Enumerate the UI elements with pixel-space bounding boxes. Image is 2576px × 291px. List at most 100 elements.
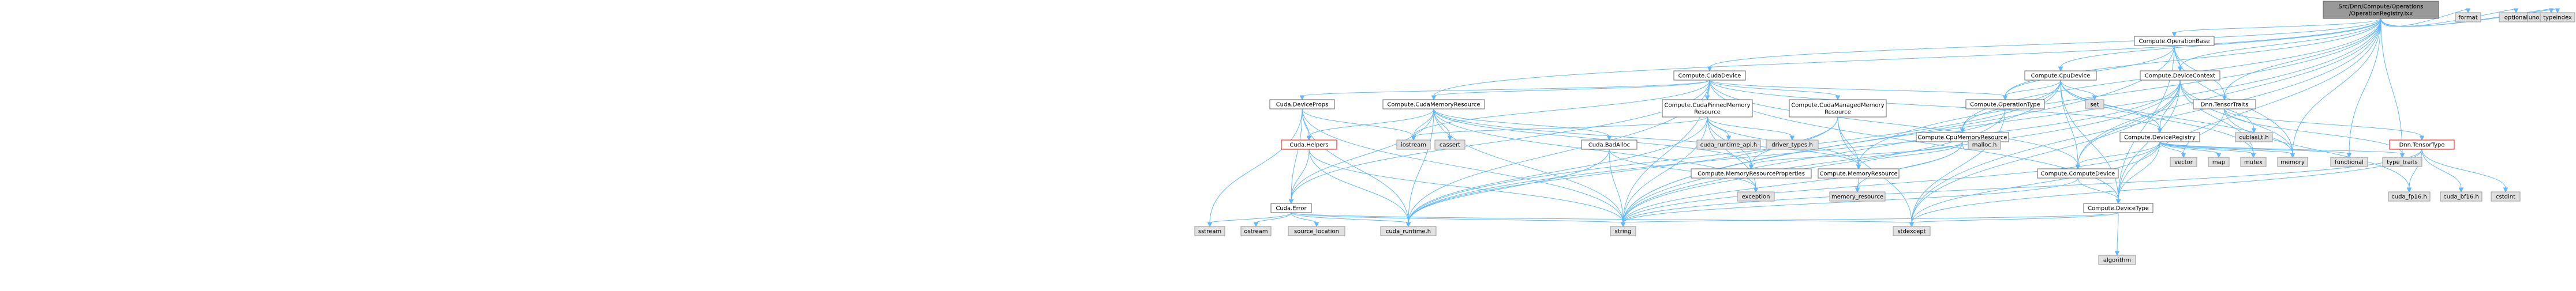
- node-ostream: ostream: [1240, 226, 1272, 236]
- node-label: Compute.CpuMemoryResource: [1918, 135, 2007, 141]
- dependency-edge-cuda_memory_resource-to-cuda_error: [1288, 108, 1434, 205]
- dependency-edge-cuda_error-to-string: [1291, 212, 1626, 228]
- node-cublaslt-h: cublasLt.h: [2235, 132, 2273, 142]
- node-cuda-bad-alloc[interactable]: Cuda.BadAlloc: [1581, 139, 1637, 150]
- node-tensor-traits[interactable]: Dnn.TensorTraits: [2193, 99, 2256, 109]
- dependency-edge-dnn_tensor_type-to-cstdint: [2421, 149, 2508, 193]
- node-label: algorithm: [2103, 258, 2131, 264]
- node-device-type[interactable]: Compute.DeviceType: [2083, 203, 2153, 213]
- node-device-context[interactable]: Compute.DeviceContext: [2140, 70, 2220, 81]
- node-label: Compute.CudaDevice: [1678, 73, 1741, 80]
- node-label: Resource: [1694, 109, 1721, 116]
- node-label: set: [2090, 102, 2099, 108]
- node-label: Cuda.DeviceProps: [1276, 102, 1329, 108]
- node-label: Src/Dnn/Compute/Operations: [2339, 4, 2424, 10]
- node-exception: exception: [1737, 191, 1775, 202]
- node-root[interactable]: Src/Dnn/Compute/Operations/OperationRegi…: [2323, 1, 2439, 19]
- node-label: Compute.CpuDevice: [2031, 73, 2091, 80]
- dependency-edge-cpu_device-to-operation_type: [2002, 80, 2061, 101]
- dependency-edge-cuda_helpers-to-string: [1308, 149, 1626, 228]
- node-label: Dnn.TensorTraits: [2201, 102, 2249, 108]
- dependency-edge-compute_device-to-device_type: [2077, 177, 2121, 205]
- node-set: set: [2085, 99, 2104, 109]
- node-label: optional: [2504, 15, 2528, 21]
- node-cpu-memory-resource[interactable]: Compute.CpuMemoryResource: [1916, 132, 2009, 142]
- node-mutex: mutex: [2240, 157, 2267, 167]
- dependency-edge-operation_base-to-device_context: [2174, 45, 2183, 72]
- node-dnn-tensor-type[interactable]: Dnn.TensorType: [2389, 139, 2455, 150]
- node-cuda-helpers[interactable]: Cuda.Helpers: [1281, 139, 1337, 150]
- dependency-edge-cuda_device-to-cuda_device_props: [1299, 80, 1710, 101]
- dependency-edge-cuda_pinned_memory-to-cuda_runtime_h: [1405, 116, 1708, 228]
- dependency-edge-cuda_memory_resource-to-iostream: [1411, 108, 1434, 141]
- node-compute-device[interactable]: Compute.ComputeDevice: [2037, 168, 2119, 179]
- node-typeindex: typeindex: [2540, 12, 2575, 22]
- dependency-edge-device_type-to-algorithm: [2114, 212, 2120, 256]
- node-device-registry[interactable]: Compute.DeviceRegistry: [2119, 132, 2200, 142]
- dependency-edge-cuda_device-to-cuda_managed_memory: [1709, 80, 1841, 101]
- graph-edges: [1207, 8, 2560, 256]
- dependency-edge-device_context-to-memory: [2179, 80, 2295, 158]
- node-cpu-device[interactable]: Compute.CpuDevice: [2024, 70, 2097, 81]
- node-label: Compute.CudaMemoryResource: [1387, 102, 1480, 108]
- node-label: Cuda.BadAlloc: [1588, 142, 1630, 149]
- node-label: string: [1615, 229, 1632, 235]
- dependency-edge-dnn_tensor_type-to-cuda_bf16_h: [2421, 149, 2464, 193]
- dependency-edge-cuda_device_props-to-iostream: [1302, 108, 1416, 141]
- node-cuda-error[interactable]: Cuda.Error: [1270, 203, 1312, 213]
- dependency-edge-cuda_error-to-sstream: [1207, 212, 1292, 228]
- node-label: cassert: [1440, 142, 1460, 149]
- node-iostream: iostream: [1396, 139, 1431, 150]
- node-cuda-memory-resource[interactable]: Compute.CudaMemoryResource: [1382, 99, 1485, 109]
- node-label: iostream: [1401, 142, 1426, 149]
- dependency-edge-cuda_pinned_memory-to-driver_types_h: [1707, 116, 1795, 141]
- node-label: Cuda.Helpers: [1289, 142, 1328, 149]
- dependency-edge-root-to-cpu_device: [2058, 18, 2381, 72]
- dependency-edge-device_registry-to-functional: [2159, 141, 2352, 158]
- node-operation-type[interactable]: Compute.OperationType: [1965, 99, 2045, 109]
- node-label: Compute.DeviceRegistry: [2124, 135, 2196, 141]
- node-label: Dnn.TensorType: [2399, 142, 2445, 149]
- dependency-edge-cuda_bad_alloc-to-exception: [1609, 149, 1759, 193]
- node-label: functional: [2335, 160, 2364, 166]
- node-label: type_traits: [2387, 160, 2417, 166]
- node-label: Compute.MemoryResourceProperties: [1698, 171, 1805, 177]
- dependency-edge-cuda_memory_resource-to-cuda_helpers: [1306, 108, 1434, 141]
- node-cuda-device[interactable]: Compute.CudaDevice: [1673, 70, 1746, 81]
- node-functional: functional: [2330, 157, 2368, 167]
- dependency-edge-device_type-to-stdexcept: [1909, 212, 2119, 228]
- dependency-edge-device_registry-to-map: [2159, 141, 2222, 158]
- dependency-edge-root-to-compute_device: [2075, 18, 2381, 170]
- node-vector: vector: [2170, 157, 2197, 167]
- node-label: cstdint: [2496, 194, 2515, 201]
- dependency-edge-cpu_memory_resource-to-memory_resource_properties: [1748, 141, 1963, 170]
- node-label: cuda_fp16.h: [2391, 194, 2427, 201]
- dependency-edge-root-to-optional: [2380, 8, 2519, 27]
- node-cuda-runtime-h: cuda_runtime.h: [1380, 226, 1437, 236]
- dependency-edge-cpu_memory_resource-to-string: [1620, 141, 1963, 228]
- node-memory-resource-mod[interactable]: Compute.MemoryResource: [1818, 168, 1900, 179]
- node-operation-base[interactable]: Compute.OperationBase: [2134, 36, 2215, 46]
- node-algorithm: algorithm: [2098, 255, 2136, 265]
- node-label: exception: [1742, 194, 1770, 201]
- dependency-edge-root-to-tensor_traits: [2222, 18, 2381, 101]
- node-label: Compute.OperationBase: [2139, 39, 2210, 45]
- node-label: stdexcept: [1897, 229, 1926, 235]
- dependency-edge-cuda_error-to-source_location: [1291, 212, 1319, 228]
- node-label: Compute.MemoryResource: [1819, 171, 1897, 177]
- node-malloc-h: malloc.h: [1968, 139, 2001, 150]
- node-label: memory: [2280, 160, 2305, 166]
- node-label: mutex: [2244, 160, 2263, 166]
- dependency-edge-cuda_device-to-cuda_memory_resource: [1431, 80, 1710, 101]
- dependency-edge-device_type-to-string: [1620, 212, 2119, 228]
- dependency-edge-cuda_helpers-to-cuda_error: [1288, 149, 1310, 205]
- node-memory-resource-properties[interactable]: Compute.MemoryResourceProperties: [1691, 168, 1812, 179]
- dependency-edge-device_registry-to-memory: [2159, 141, 2295, 158]
- dependency-edge-cuda_memory_resource-to-memory_resource_mod: [1433, 108, 1861, 170]
- node-cuda-device-props[interactable]: Cuda.DeviceProps: [1269, 99, 1335, 109]
- node-stdexcept: stdexcept: [1893, 226, 1931, 236]
- dependency-edge-cpu_device-to-compute_device: [2060, 80, 2081, 170]
- node-label: Compute.ComputeDevice: [2041, 171, 2115, 177]
